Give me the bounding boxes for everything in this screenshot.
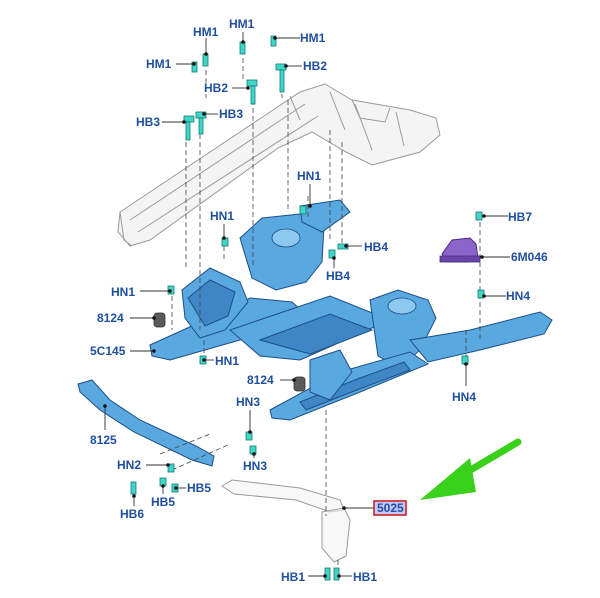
callout-hm1[interactable]: HM1 — [146, 57, 172, 71]
callout-hb6[interactable]: HB6 — [120, 507, 144, 521]
callout-8124[interactable]: 8124 — [247, 373, 274, 387]
front-subframe — [149, 199, 553, 421]
callout-6m046[interactable]: 6M046 — [511, 250, 548, 264]
callout-5c145[interactable]: 5C145 — [90, 344, 126, 358]
callout-hn4[interactable]: HN4 — [506, 289, 530, 303]
callout-hm1[interactable]: HM1 — [229, 17, 255, 31]
bracket-5025 — [221, 479, 351, 563]
callout-hb3[interactable]: HB3 — [136, 115, 160, 129]
callout-hn3[interactable]: HN3 — [243, 459, 267, 473]
callout-hb4[interactable]: HB4 — [364, 240, 388, 254]
callout-hb5[interactable]: HB5 — [187, 481, 211, 495]
callout-hb2[interactable]: HB2 — [303, 59, 327, 73]
callout-hn4[interactable]: HN4 — [452, 390, 476, 404]
callout-hb7[interactable]: HB7 — [508, 210, 532, 224]
green-pointer-arrow — [420, 438, 522, 500]
callout-hm1[interactable]: HM1 — [300, 31, 326, 45]
callout-hb1[interactable]: HB1 — [281, 570, 305, 584]
callout-hb2[interactable]: HB2 — [204, 81, 228, 95]
bushing-8124-right — [293, 376, 306, 392]
callout-hb5[interactable]: HB5 — [151, 495, 175, 509]
callout-hn1[interactable]: HN1 — [215, 354, 239, 368]
callout-8125[interactable]: 8125 — [90, 433, 117, 447]
callout-hn3[interactable]: HN3 — [236, 395, 260, 409]
callout-8124[interactable]: 8124 — [97, 311, 124, 325]
body-rail-outline — [117, 83, 441, 247]
selected-callout-highlight — [373, 500, 407, 516]
callout-hn1[interactable]: HN1 — [111, 285, 135, 299]
bushing-8124-left — [153, 312, 166, 328]
callout-hn1[interactable]: HN1 — [297, 169, 321, 183]
callout-hm1[interactable]: HM1 — [193, 25, 219, 39]
engine-mount-6M046 — [439, 237, 481, 263]
callout-5025-selected[interactable]: 5025 — [377, 501, 404, 515]
callout-hb1[interactable]: HB1 — [353, 570, 377, 584]
stabilizer-bar-8125 — [77, 379, 215, 467]
callout-hn2[interactable]: HN2 — [117, 458, 141, 472]
callout-hb3[interactable]: HB3 — [219, 107, 243, 121]
callout-labels: HM1 HM1 HM1 HM1 HB2 HB2 HB3 HB3 HN1 HN1 … — [90, 17, 548, 584]
callout-hn1[interactable]: HN1 — [210, 209, 234, 223]
leader-lines — [103, 32, 510, 578]
callout-hb4[interactable]: HB4 — [326, 269, 350, 283]
